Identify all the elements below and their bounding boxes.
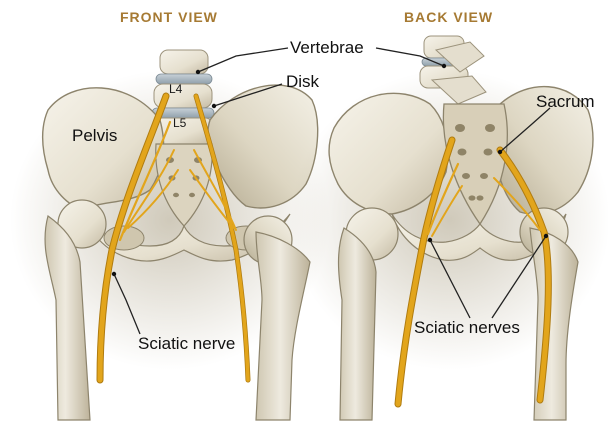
l5-label: L5 [173,116,186,130]
sciatic-nerve-label: Sciatic nerve [138,334,235,354]
front-disk-upper [156,74,212,84]
front-view-drawing [10,50,330,420]
sciatic-nerves-label: Sciatic nerves [414,318,520,338]
front-view-title: FRONT VIEW [120,9,218,25]
vertebrae-front-leader [198,48,288,72]
pelvis-label: Pelvis [72,126,117,146]
l4-label: L4 [169,82,182,96]
back-view-title: BACK VIEW [404,9,493,25]
vertebrae-label: Vertebrae [290,38,364,58]
back-left-iliac-wing [329,93,448,214]
disk-label: Disk [286,72,319,92]
sacrum-label: Sacrum [536,92,595,112]
